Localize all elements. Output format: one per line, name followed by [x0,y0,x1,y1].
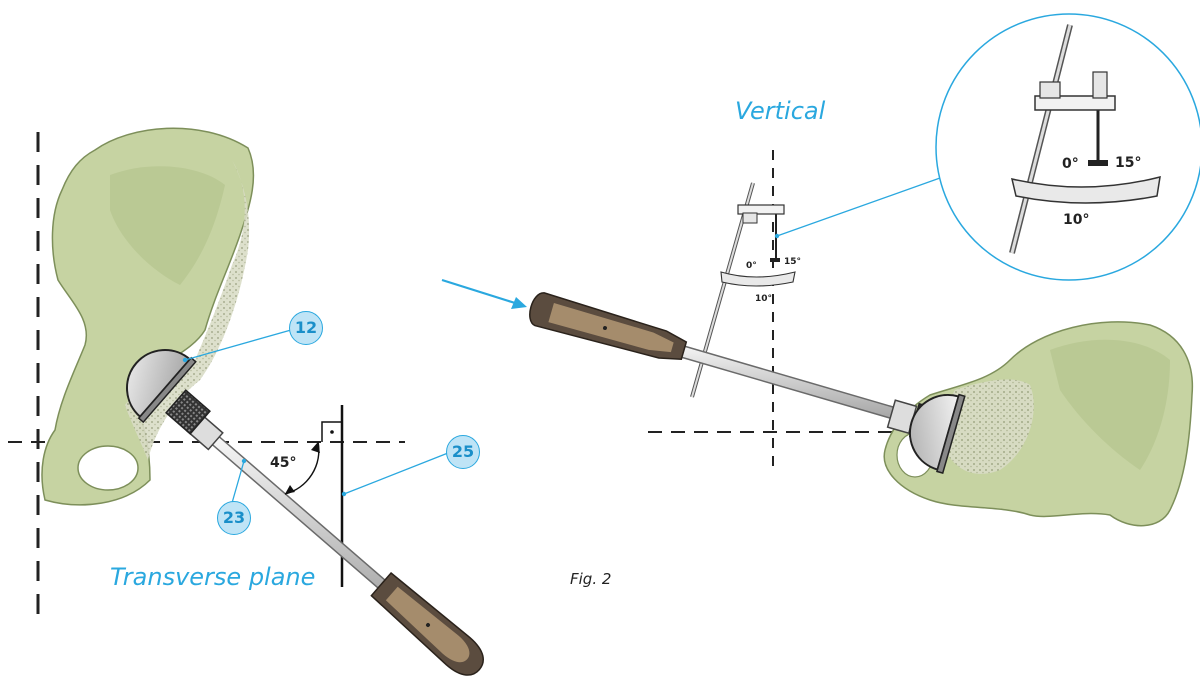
leader-23 [231,460,245,504]
gauge-small-15: 15° [784,257,801,267]
figure-label: Fig. 2 [570,570,612,588]
pointer-arrow [441,278,516,305]
left-diagram: 45° [8,127,484,676]
left-impactor [165,389,484,676]
left-obturator-foramen [77,445,139,491]
callout-23: 23 [217,501,251,535]
leader-12 [184,329,292,361]
gauge-small-10: 10° [755,294,772,304]
angle-label: 45° [270,455,296,471]
right-diagram: 0° 15° 10° 0° 15° 10° [441,13,1200,527]
gauge-large-15: 15° [1115,155,1141,171]
caption-transverse-plane: Transverse plane [110,563,316,591]
leader-25 [343,452,449,495]
right-impactor [529,292,948,446]
right-angle-marker [321,421,342,442]
orientation-gauge: 0° 15° 10° [690,182,801,398]
right-spongy-bone [943,379,1034,474]
caption-vertical: Vertical [735,97,826,125]
magnify-leader [776,177,941,237]
right-acetabular-cup [909,393,966,475]
right-pelvis-shade [1050,339,1170,470]
callout-25: 25 [446,435,480,469]
left-pelvis-wing-shade [110,166,225,285]
callout-12: 12 [289,311,323,345]
gauge-small-0: 0° [746,261,757,271]
gauge-large-0: 0° [1062,156,1079,172]
gauge-large-10: 10° [1063,212,1089,228]
left-acetabular-cup [126,349,197,424]
magnified-gauge: 0° 15° 10° [935,13,1200,281]
